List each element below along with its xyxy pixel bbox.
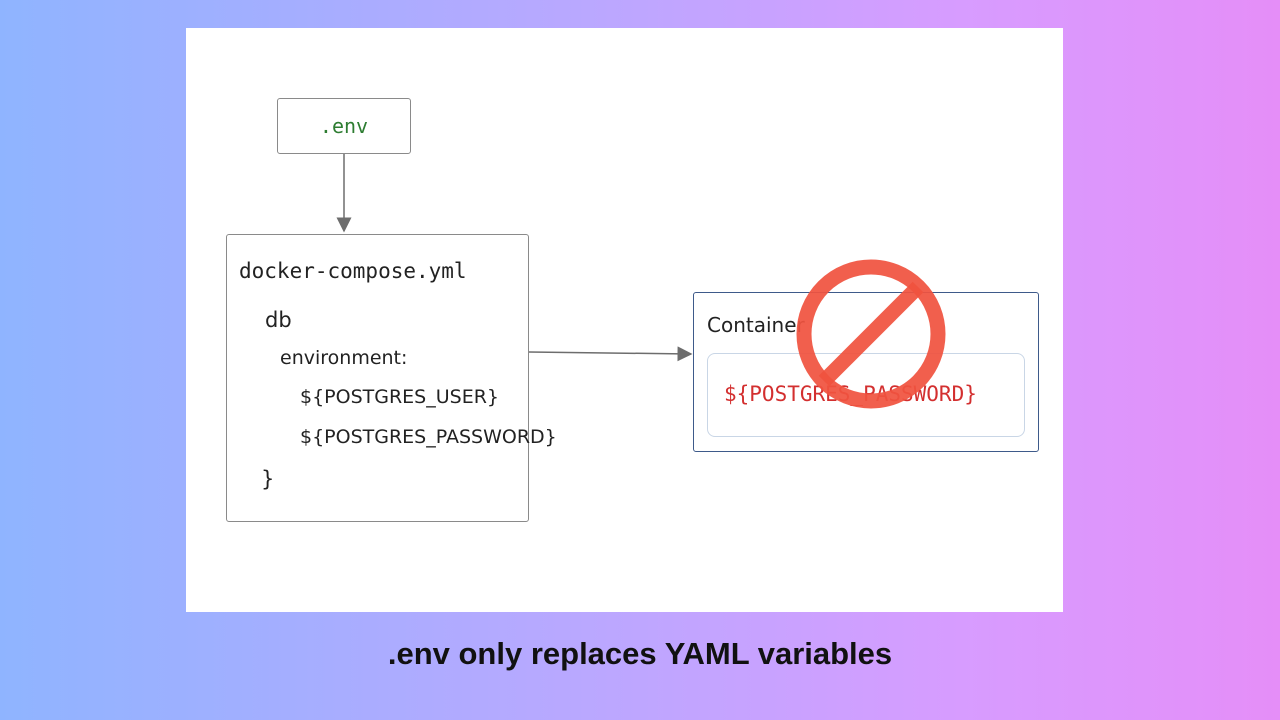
env-file-label: .env xyxy=(319,114,369,138)
environment-key: environment: xyxy=(280,347,408,369)
diagram-panel: .env docker-compose.yml db environment: … xyxy=(186,28,1063,612)
slide-caption: .env only replaces YAML variables xyxy=(387,636,893,671)
postgres-password-variable: ${POSTGRES_PASSWORD} xyxy=(300,426,557,448)
docker-compose-node: docker-compose.yml db environment: ${POS… xyxy=(226,234,557,522)
container-title: Container xyxy=(707,313,805,337)
diagram-connectors xyxy=(336,154,693,362)
closing-brace: } xyxy=(261,467,275,491)
container-node: Container ${POSTGRES_PASSWORD} xyxy=(693,292,1039,452)
no-entry-icon xyxy=(796,259,946,409)
container-env-value-box: ${POSTGRES_PASSWORD} xyxy=(707,353,1025,437)
postgres-user-variable: ${POSTGRES_USER} xyxy=(300,386,500,408)
env-file-node: .env xyxy=(277,98,411,154)
compose-title: docker-compose.yml xyxy=(239,259,467,283)
service-name: db xyxy=(265,308,292,332)
compose-to-container-arrow xyxy=(528,346,693,362)
